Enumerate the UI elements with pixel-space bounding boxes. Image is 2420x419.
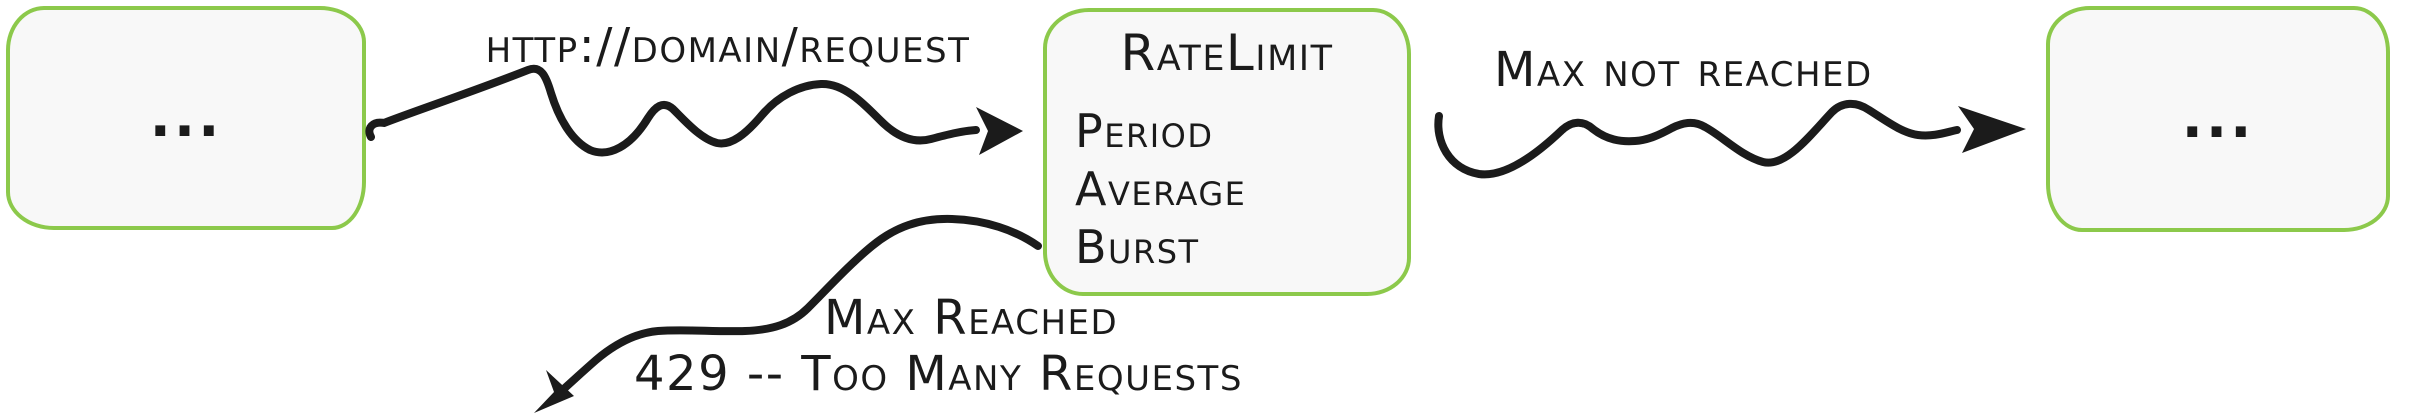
- edge-denied-label-line2: 429 -- Too Many Requests: [634, 346, 1243, 402]
- edge-denied-label-line1: Max Reached: [824, 290, 1119, 346]
- edge-denied-arrow: [534, 214, 1042, 413]
- edge-allowed-line: [1434, 99, 1961, 179]
- edge-denied-line: [553, 214, 1042, 399]
- node-target: ...: [2046, 6, 2390, 232]
- ratelimit-field-burst: Burst: [1075, 220, 1200, 274]
- edge-request-line: [365, 64, 980, 157]
- edge-request-label: http://domain/request: [485, 18, 971, 74]
- edge-allowed-arrow: [1434, 99, 2026, 179]
- ratelimit-title: RateLimit: [1120, 24, 1334, 82]
- edge-request-arrowhead: [976, 107, 1023, 155]
- ratelimit-field-period: Period: [1075, 104, 1214, 158]
- edge-denied-arrowhead: [534, 370, 574, 413]
- edge-allowed-arrowhead: [1958, 106, 2026, 153]
- node-ratelimit: RateLimit Period Average Burst: [1043, 8, 1411, 296]
- node-source-label: ...: [149, 85, 223, 150]
- edge-request-arrow: [365, 64, 1023, 157]
- edge-allowed-label: Max not reached: [1494, 42, 1873, 98]
- ratelimit-field-average: Average: [1075, 162, 1247, 216]
- node-source: ...: [6, 6, 366, 230]
- node-target-label: ...: [2181, 86, 2255, 151]
